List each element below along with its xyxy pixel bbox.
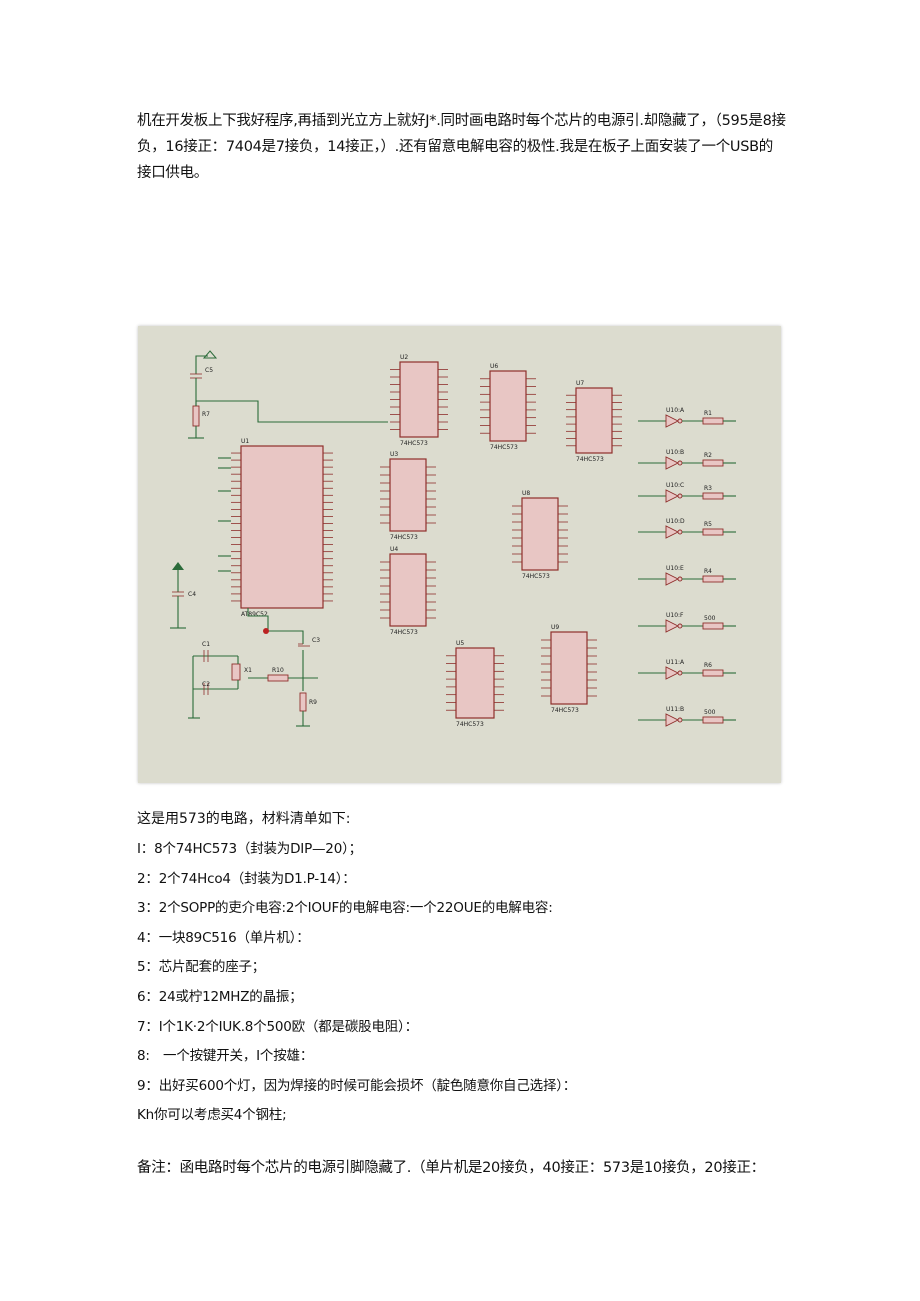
resistor-symbol [702,459,724,467]
chip-body [521,497,559,571]
list-item: 3：2个SOPP的吏介电容:2个IOUF的电解电容:一个22OUE的电解电容: [137,900,553,917]
chip-part-number: 74HC573 [390,629,418,636]
component-label: C3 [312,637,320,644]
chip-label: U9 [551,624,559,631]
schematic-drawing: U1AT89C52U274HC573U374HC573U474HC573U574… [170,350,736,728]
power-terminal-icon [202,350,218,359]
list-item: 4：一块89C516（单片机）： [137,929,310,946]
resistor-symbol [702,716,724,724]
list-item: 8: 一个按键开关，I个按雄： [137,1048,314,1065]
component-label: C4 [188,591,196,598]
power-arrow-icon [172,562,184,570]
inverter-label: U10:C [666,482,684,489]
chip-label: U2 [400,354,408,361]
inverter-symbol [665,456,680,470]
resistor-symbol [702,492,724,500]
list-item: 6：24或柠12MHZ的晶振； [137,988,303,1005]
resistor-symbol [192,405,200,427]
resistor-symbol [299,692,307,712]
resistor-symbol [702,528,724,536]
chip-label: U6 [490,363,498,370]
component-label: C1 [202,641,210,648]
chip-part-number: 74HC573 [522,573,550,580]
resistor-label: R6 [704,662,712,669]
inverter-symbol [665,713,680,727]
chip-label: U4 [390,546,398,553]
resistor-label: R3 [704,485,712,492]
inverter-symbol [665,572,680,586]
resistor-symbol [702,622,724,630]
inverter-label: U10:D [666,518,685,525]
inverter-symbol [665,666,680,680]
inverter-symbol [665,414,680,428]
chip-label: U3 [390,451,398,458]
inverter-label: U10:F [666,612,684,619]
resistor-symbol [702,417,724,425]
component-label: C5 [205,367,213,374]
chip-body [550,631,588,705]
list-item: 5：芯片配套的座子； [137,959,266,976]
inverter-label: U10:A [666,407,685,414]
bom-caption: 这是用573的电路，材料清单如下: [137,811,351,827]
chip-label: U8 [522,490,530,497]
list-item: 2：2个74Hco4（封装为D1.P-14）： [137,870,356,887]
chip-body [389,458,427,532]
inverter-symbol [665,619,680,633]
chip-body [389,553,427,627]
resistor-symbol [702,669,724,677]
chip-body [399,361,439,438]
inverter-symbol [665,489,680,503]
chip-part-number: 74HC573 [551,707,579,714]
inverter-label: U10:E [666,565,684,572]
resistor-label: R4 [704,568,712,575]
switch-indicator [263,628,269,634]
resistor-symbol [702,575,724,583]
list-item: Kh你可以考虑买4个钢柱; [137,1107,287,1124]
component-label: X1 [244,667,252,674]
resistor-symbol [267,674,289,682]
note-paragraph: 备注：函电路时每个芯片的电源引脚隐藏了.（单片机是20接负，40接正：573是1… [137,1160,765,1176]
component-label: R7 [202,411,210,418]
chip-label: U1 [241,438,249,445]
chip-body [575,387,613,454]
component-label: R10 [272,667,284,674]
component-label: C2 [202,681,210,688]
list-item: 9：出好买600个灯，因为焊接的时候可能会损坏（靛色随意你自己选择）： [137,1077,577,1094]
resistor-label: R2 [704,452,712,459]
inverter-label: U11:B [666,706,684,713]
chip-part-number: 74HC573 [490,444,518,451]
inverter-label: U11:A [666,659,685,666]
list-item: 7：I个1K·2个IUK.8个500欧（都是碳股电阻）： [137,1018,418,1035]
chip-part-number: 74HC573 [390,534,418,541]
chip-part-number: 74HC573 [576,456,604,463]
crystal-symbol [231,663,241,681]
bom-list: I：8个74HC573（封装为DIP—20）； 2：2个74Hco4（封装为D1… [137,835,576,1131]
resistor-label: R5 [704,521,712,528]
chip-part-number: 74HC573 [400,440,428,447]
chip-label: U5 [456,640,464,647]
intro-paragraph: 机在开发板上下我好程序,再插到光立方上就好J*.同时画电路时每个芯片的电源引.却… [137,113,786,181]
chip-body [455,647,495,719]
component-label: R9 [309,699,317,706]
chip-part-number: AT89C52 [241,611,268,618]
inverter-symbol [665,525,680,539]
resistor-label: 500 [704,709,716,716]
chip-label: U7 [576,380,584,387]
inverter-label: U10:B [666,449,684,456]
chip-body [240,445,324,609]
list-item: I：8个74HC573（封装为DIP—20）； [137,841,362,857]
resistor-label: R1 [704,410,712,417]
chip-body [489,370,527,442]
chip-part-number: 74HC573 [456,721,484,728]
resistor-label: 500 [704,615,716,622]
